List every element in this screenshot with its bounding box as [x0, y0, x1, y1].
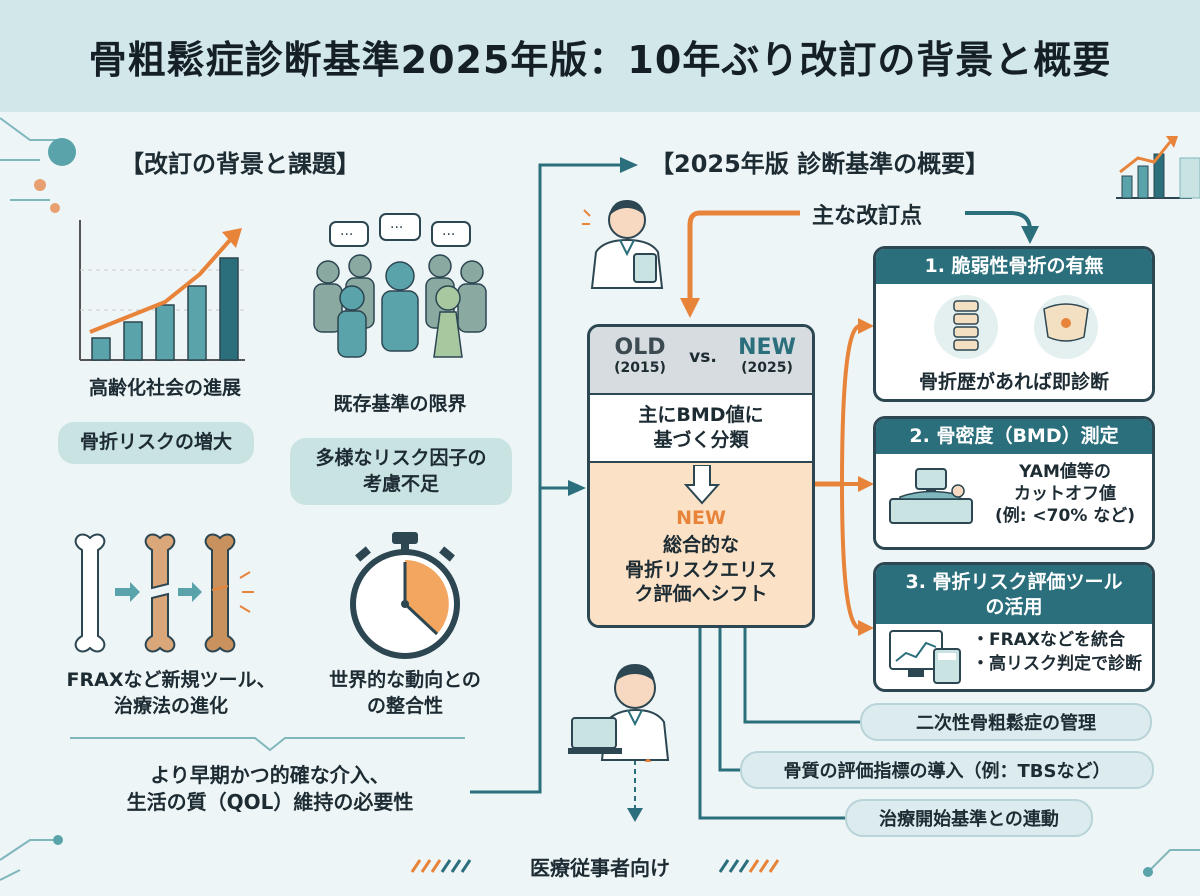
stopwatch-icon [350, 532, 460, 659]
old-criteria-description: 主にBMD値に 基づく分類 [590, 393, 812, 463]
main-points-label: 主な改訂点 [812, 204, 923, 229]
card-bullet: ・高リスク判定で診断 [972, 653, 1142, 674]
revision-card-fragility-fracture: 1. 脆弱性骨折の有無 骨折歴があれば即診断 [873, 246, 1155, 402]
new-criteria-panel: NEW 総合的な 骨折リスクエリス ク評価へシフト [590, 463, 812, 625]
doctor-clipboard-icon [582, 200, 664, 289]
revision-card-risk-tool: 3. 骨折リスク評価ツール の活用 ・FRAXなどを統合 ・高リスク判定で診断 [873, 562, 1155, 692]
svg-text:···: ··· [442, 227, 455, 243]
new-label: NEW [738, 335, 796, 360]
comparison-header: OLD (2015) vs. NEW (2025) [590, 327, 812, 393]
circuit-decoration-left [0, 117, 60, 201]
crowd-people-icon: ··· ··· ··· [313, 213, 487, 358]
old-label: OLD [614, 335, 666, 360]
down-arrow-icon [684, 465, 720, 505]
card-text: 骨折歴があれば即診断 [918, 371, 1109, 393]
card-bullet: ・FRAXなどを統合 [972, 630, 1125, 650]
svg-text:···: ··· [390, 220, 403, 236]
global-trend-label: 世界的な動向との の整合性 [329, 669, 481, 717]
audience-footer: 医療従事者向け [530, 856, 670, 880]
page-title: 骨粗鬆症診断基準2025年版：10年ぶり改訂の背景と概要 [88, 37, 1112, 82]
bone-quality-item: 骨質の評価指標の導入（例：TBSなど） [740, 751, 1154, 789]
new-year: (2025) [741, 360, 793, 376]
card-text: YAM値等の カットオフ値 (例: <70% など) [994, 462, 1136, 527]
treatment-criteria-item: 治療開始基準との連動 [845, 799, 1093, 837]
card-title: 3. 骨折リスク評価ツール の活用 [876, 565, 1152, 625]
doctor-laptop-icon [568, 664, 670, 762]
card-title: 1. 脆弱性骨折の有無 [876, 249, 1152, 284]
vs-label: vs. [689, 347, 717, 367]
card-title: 2. 骨密度（BMD）測定 [876, 419, 1152, 454]
new-criteria-description: 総合的な 骨折リスクエリス ク評価へシフト [624, 534, 777, 606]
bone-fracture-icon [74, 533, 254, 653]
existing-criteria-limit-label: 既存基準の限界 [333, 393, 467, 415]
new-tag: NEW [676, 507, 726, 529]
circuit-node-icon [48, 138, 76, 166]
computer-calculator-icon [889, 630, 961, 684]
rising-bar-chart-icon [79, 220, 245, 361]
trend-chart-decoration-icon [1116, 136, 1200, 199]
conclusion-text: より早期かつ的確な介入、 生活の質（QOL）維持の必要性 [126, 763, 414, 814]
old-year: (2015) [614, 360, 666, 376]
header-banner: 骨粗鬆症診断基準2025年版：10年ぶり改訂の背景と概要 [0, 0, 1200, 112]
aging-society-label: 高齢化社会の進展 [88, 377, 241, 399]
right-section-heading: 【2025年版 診断基準の概要】 [650, 150, 990, 178]
revision-card-bmd: 2. 骨密度（BMD）測定 YAM値等の カットオフ値 (例: <70% など) [873, 416, 1155, 550]
spine-pelvis-icon [934, 295, 1098, 359]
left-section-heading: 【改訂の背景と課題】 [120, 150, 360, 178]
new-tools-label: FRAXなど新規ツール、 治療法の進化 [66, 669, 276, 717]
fracture-risk-bubble: 骨折リスクの増大 [58, 422, 254, 464]
svg-text:···: ··· [340, 227, 353, 243]
old-vs-new-comparison: OLD (2015) vs. NEW (2025) 主にBMD値に 基づく分類 … [587, 324, 815, 628]
risk-factors-bubble: 多様なリスク因子の 考慮不足 [290, 438, 512, 506]
secondary-osteoporosis-item: 二次性骨粗鬆症の管理 [860, 703, 1152, 741]
bmd-scanner-icon [889, 468, 973, 524]
